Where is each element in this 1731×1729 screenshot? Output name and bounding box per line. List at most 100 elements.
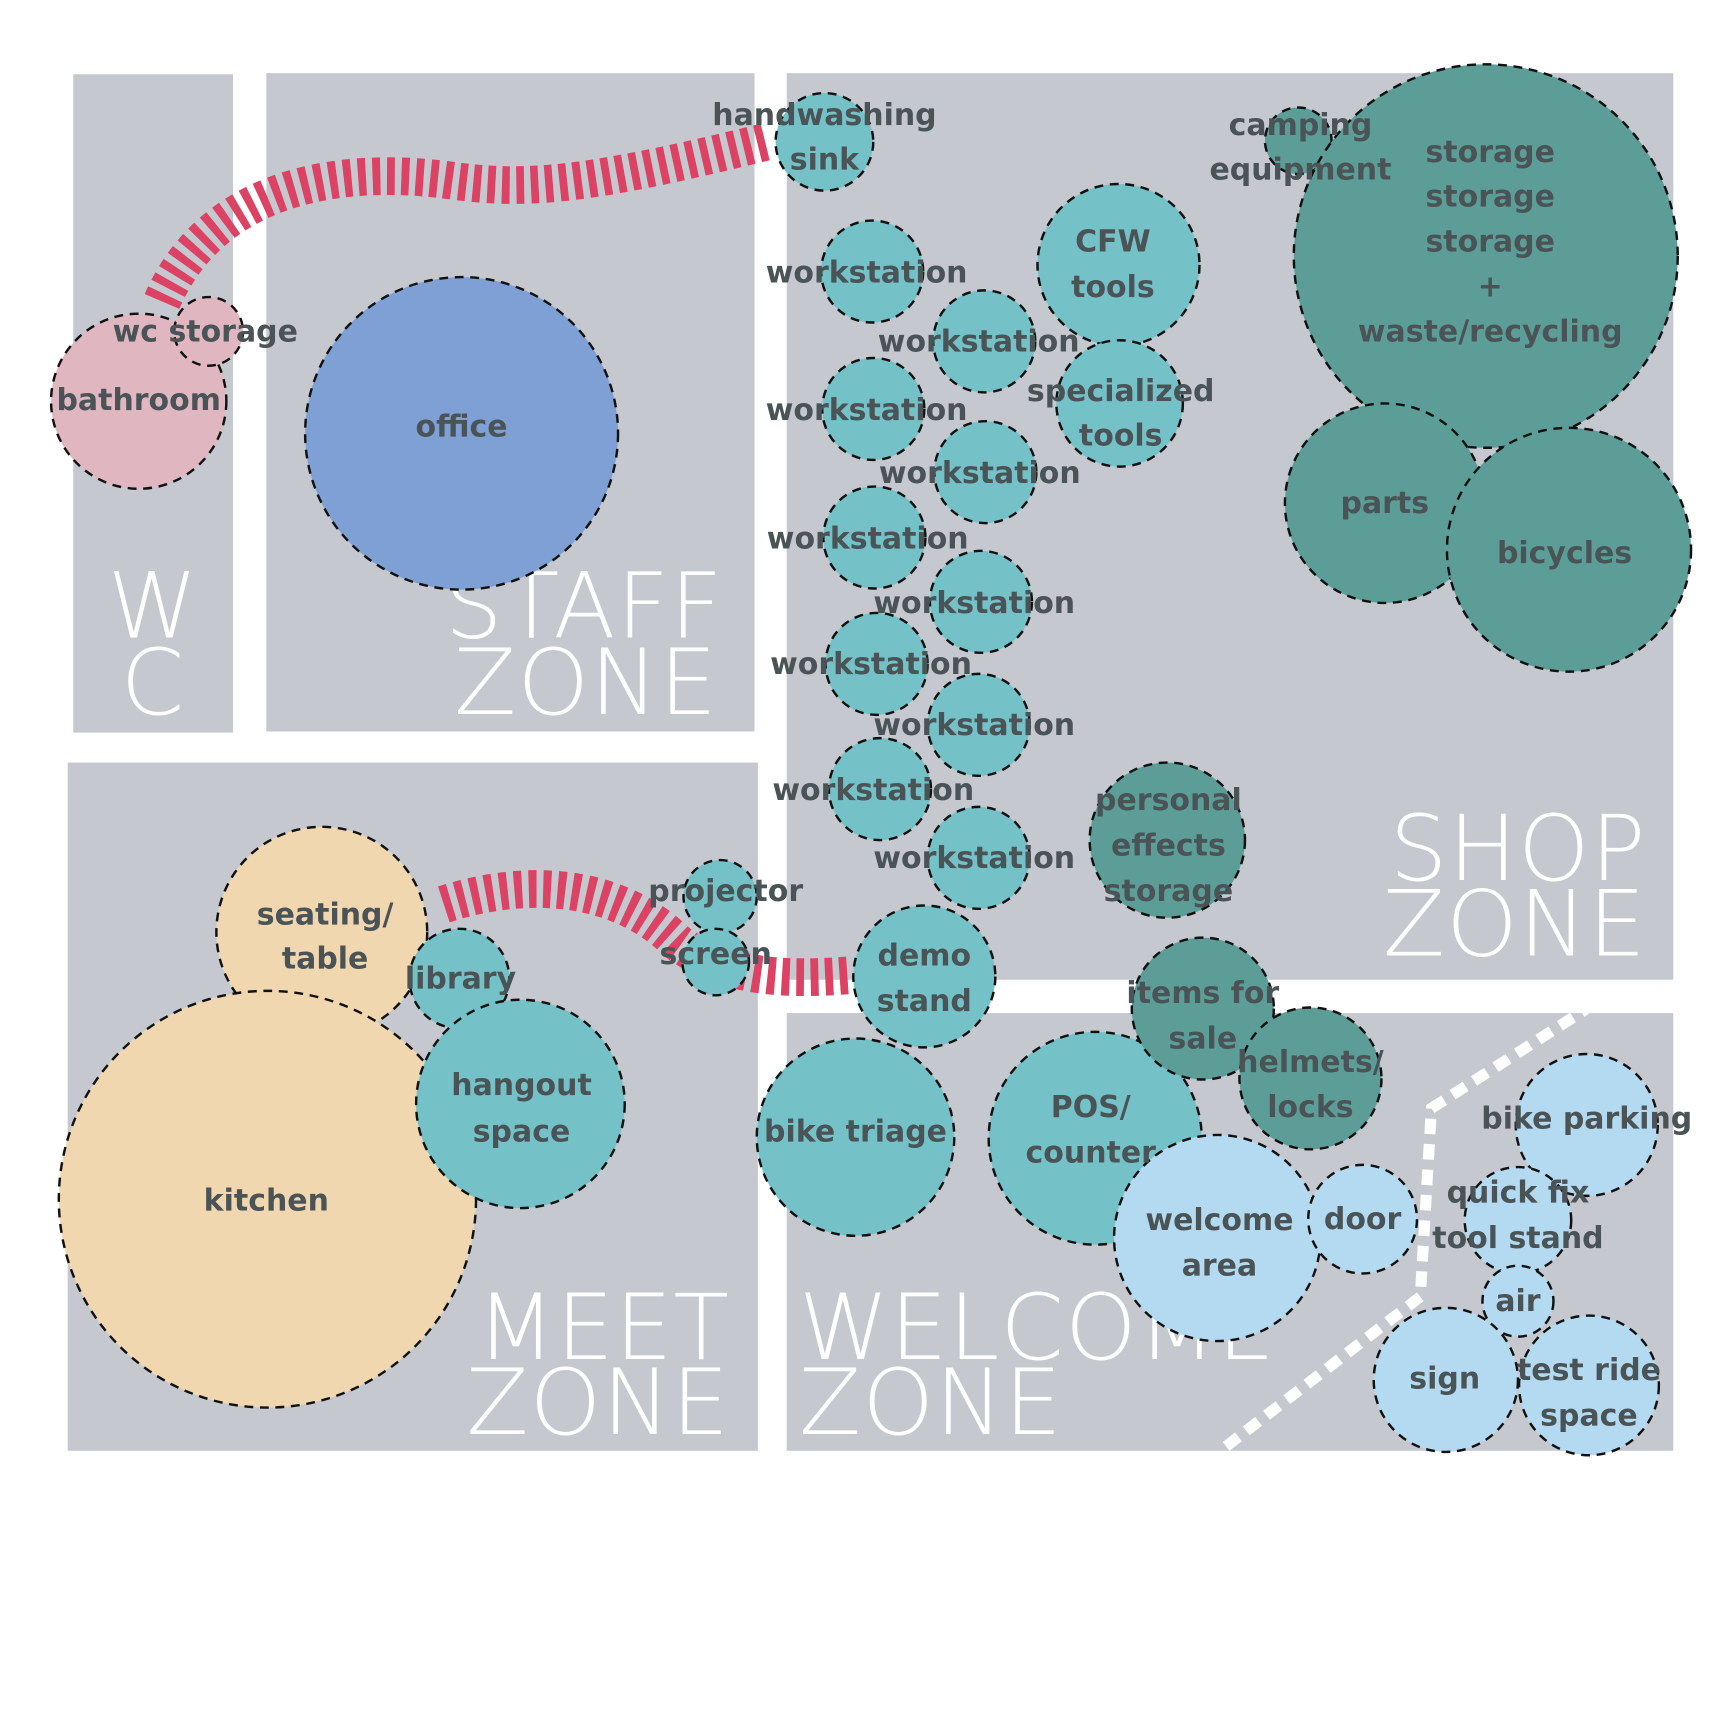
space-label-line: sink bbox=[790, 143, 860, 178]
space-label-line: workstation bbox=[766, 393, 968, 428]
space-bubble-camping-equipment bbox=[1263, 106, 1333, 176]
zone-label-staff-2: ZONE bbox=[454, 631, 718, 736]
space-label-line: office bbox=[416, 410, 508, 445]
space-label-line: library bbox=[405, 962, 516, 997]
space-label-line: space bbox=[473, 1115, 571, 1150]
space-label-line: workstation bbox=[772, 773, 974, 808]
space-label-kitchen: kitchen bbox=[204, 1183, 329, 1218]
space-label-line: locks bbox=[1267, 1090, 1353, 1125]
space-bubble-workstation-1 bbox=[819, 219, 925, 324]
zone-label-shop-2: ZONE bbox=[1383, 872, 1647, 977]
space-label-line: door bbox=[1324, 1202, 1402, 1237]
space-bubble-workstation-7 bbox=[824, 611, 929, 717]
space-bubble-bike-triage bbox=[755, 1037, 956, 1238]
space-label-workstation-6: workstation bbox=[873, 586, 1075, 621]
space-label-line: storage bbox=[1425, 225, 1554, 260]
space-label-bathroom: bathroom bbox=[56, 383, 220, 418]
space-label-line: demo bbox=[878, 938, 972, 973]
space-bubble-workstation-6 bbox=[928, 549, 1034, 655]
space-label-line: tool stand bbox=[1432, 1221, 1603, 1256]
space-label-line: storage bbox=[1425, 180, 1554, 215]
space-label-line: parts bbox=[1341, 486, 1430, 521]
space-label-line: workstation bbox=[767, 522, 969, 557]
space-label-line: kitchen bbox=[204, 1183, 329, 1218]
entry-path-line bbox=[1222, 1003, 1590, 1451]
space-label-line: bike parking bbox=[1481, 1101, 1692, 1136]
space-label-parts: parts bbox=[1341, 486, 1430, 521]
space-bubble-demo-stand bbox=[852, 904, 997, 1049]
space-bubble-workstation-2 bbox=[931, 289, 1037, 394]
space-bubble-cfw-tools bbox=[1036, 182, 1201, 348]
space-label-sign: sign bbox=[1409, 1362, 1480, 1397]
space-label-line: bathroom bbox=[56, 383, 220, 418]
space-label-line: welcome bbox=[1145, 1203, 1293, 1238]
space-label-line: + bbox=[1478, 269, 1503, 304]
space-label-line: effects bbox=[1111, 829, 1226, 864]
space-bubble-hangout-space bbox=[414, 998, 626, 1210]
space-label-line: projector bbox=[648, 874, 803, 909]
zone-labels: W C STAFF ZONE SHOP ZONE MEET ZONE WELCO… bbox=[108, 554, 1647, 1456]
space-bubble-items-for-sale bbox=[1130, 936, 1276, 1081]
space-label-line: storage bbox=[1104, 874, 1233, 909]
space-label-line: workstation bbox=[878, 324, 1080, 359]
space-label-line: tools bbox=[1071, 270, 1155, 305]
space-label-line: waste/recycling bbox=[1358, 314, 1623, 349]
space-bubble-workstation-9 bbox=[827, 736, 933, 842]
space-label-camping-equipment: camping equipment bbox=[1209, 108, 1391, 187]
space-label-line: workstation bbox=[766, 256, 968, 291]
space-circles bbox=[49, 63, 1693, 1457]
space-label-line: table bbox=[282, 942, 369, 977]
space-bubble-screen bbox=[681, 927, 751, 997]
space-label-workstation-2: workstation bbox=[878, 324, 1080, 359]
space-label-line: area bbox=[1182, 1249, 1258, 1284]
space-label-line: CFW bbox=[1075, 225, 1150, 260]
space-label-line: air bbox=[1495, 1284, 1540, 1319]
space-label-workstation-4: workstation bbox=[879, 456, 1081, 491]
space-label-line: personal bbox=[1095, 783, 1242, 818]
space-label-welcome-area: welcome area bbox=[1145, 1203, 1293, 1283]
space-label-line: workstation bbox=[879, 456, 1081, 491]
space-label-line: workstation bbox=[873, 708, 1075, 743]
space-label-pos-counter: POS/counter bbox=[1026, 1090, 1157, 1170]
space-bubble-seating-table bbox=[215, 825, 429, 1039]
space-label-cfw-tools: CFW tools bbox=[1071, 225, 1155, 305]
connection-wc-to-handwashing bbox=[144, 123, 771, 310]
space-label-workstation-1: workstation bbox=[766, 256, 968, 291]
space-bubble-workstation-10 bbox=[926, 805, 1031, 911]
space-label-line: bike triage bbox=[764, 1115, 947, 1150]
space-bubble-bicycles bbox=[1445, 426, 1693, 673]
space-bubble-test-ride-space bbox=[1517, 1314, 1661, 1457]
space-bubble-helmets-locks bbox=[1238, 1006, 1383, 1151]
space-label-line: screen bbox=[660, 937, 772, 972]
space-bubble-air bbox=[1481, 1264, 1555, 1338]
space-label-workstation-10: workstation bbox=[873, 841, 1075, 876]
space-bubble-storage bbox=[1292, 63, 1679, 449]
space-bubble-workstation-4 bbox=[933, 419, 1038, 525]
space-label-line: equipment bbox=[1209, 153, 1391, 188]
space-label-workstation-9: workstation bbox=[772, 773, 974, 808]
space-label-line: test ride bbox=[1517, 1353, 1661, 1388]
space-label-line: camping bbox=[1229, 108, 1373, 143]
space-label-door: door bbox=[1324, 1202, 1402, 1237]
space-label-line: workstation bbox=[873, 586, 1075, 621]
space-label-seating-table: seating/table bbox=[257, 897, 394, 976]
space-label-workstation-8: workstation bbox=[873, 708, 1075, 743]
space-bubble-bike-parking bbox=[1514, 1052, 1659, 1198]
connection-seating-to-demo bbox=[438, 870, 851, 997]
space-label-line: counter bbox=[1026, 1136, 1157, 1171]
space-bubble-office bbox=[303, 275, 620, 591]
space-bubble-door bbox=[1307, 1163, 1419, 1275]
space-label-air: air bbox=[1495, 1284, 1540, 1319]
zone-label-wc-1: W bbox=[108, 554, 199, 659]
space-label-line: sign bbox=[1409, 1362, 1480, 1397]
space-bubble-sign bbox=[1372, 1306, 1520, 1454]
space-label-line: tools bbox=[1079, 419, 1163, 454]
